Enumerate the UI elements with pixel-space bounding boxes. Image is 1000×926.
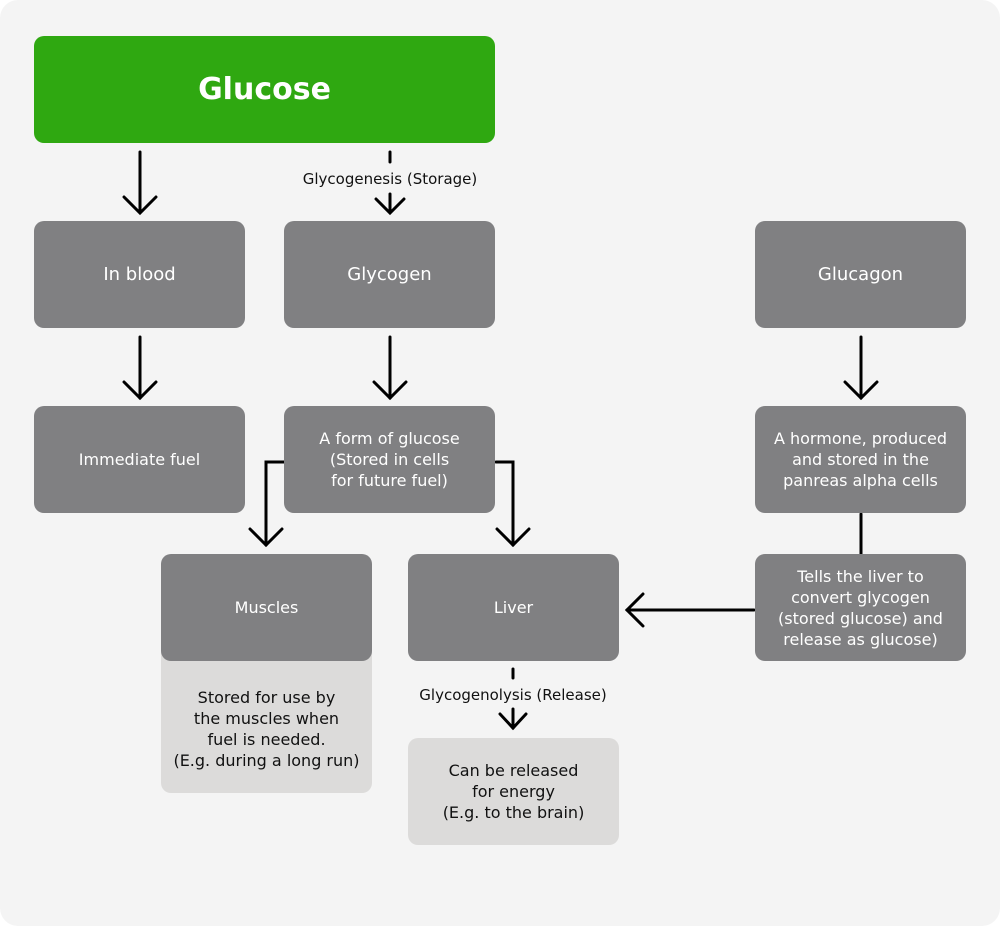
node-liver: Liver <box>408 554 619 661</box>
node-glycogen: Glycogen <box>284 221 495 328</box>
node-glucagon: Glucagon <box>755 221 966 328</box>
edge-label-glycogenesis: Glycogenesis (Storage) <box>302 170 478 188</box>
edge-label-glycogenolysis: Glycogenolysis (Release) <box>419 686 607 704</box>
node-hormone: A hormone, produced and stored in the pa… <box>755 406 966 513</box>
node-tells-liver: Tells the liver to convert glycogen (sto… <box>755 554 966 661</box>
node-in-blood: In blood <box>34 221 245 328</box>
node-muscles: Muscles <box>161 554 372 661</box>
node-immediate-fuel: Immediate fuel <box>34 406 245 513</box>
node-released-energy: Can be released for energy (E.g. to the … <box>408 738 619 845</box>
node-muscles-note: Stored for use by the muscles when fuel … <box>161 650 372 793</box>
node-form-of-glucose: A form of glucose (Stored in cells for f… <box>284 406 495 513</box>
node-glucose: Glucose <box>34 36 495 143</box>
